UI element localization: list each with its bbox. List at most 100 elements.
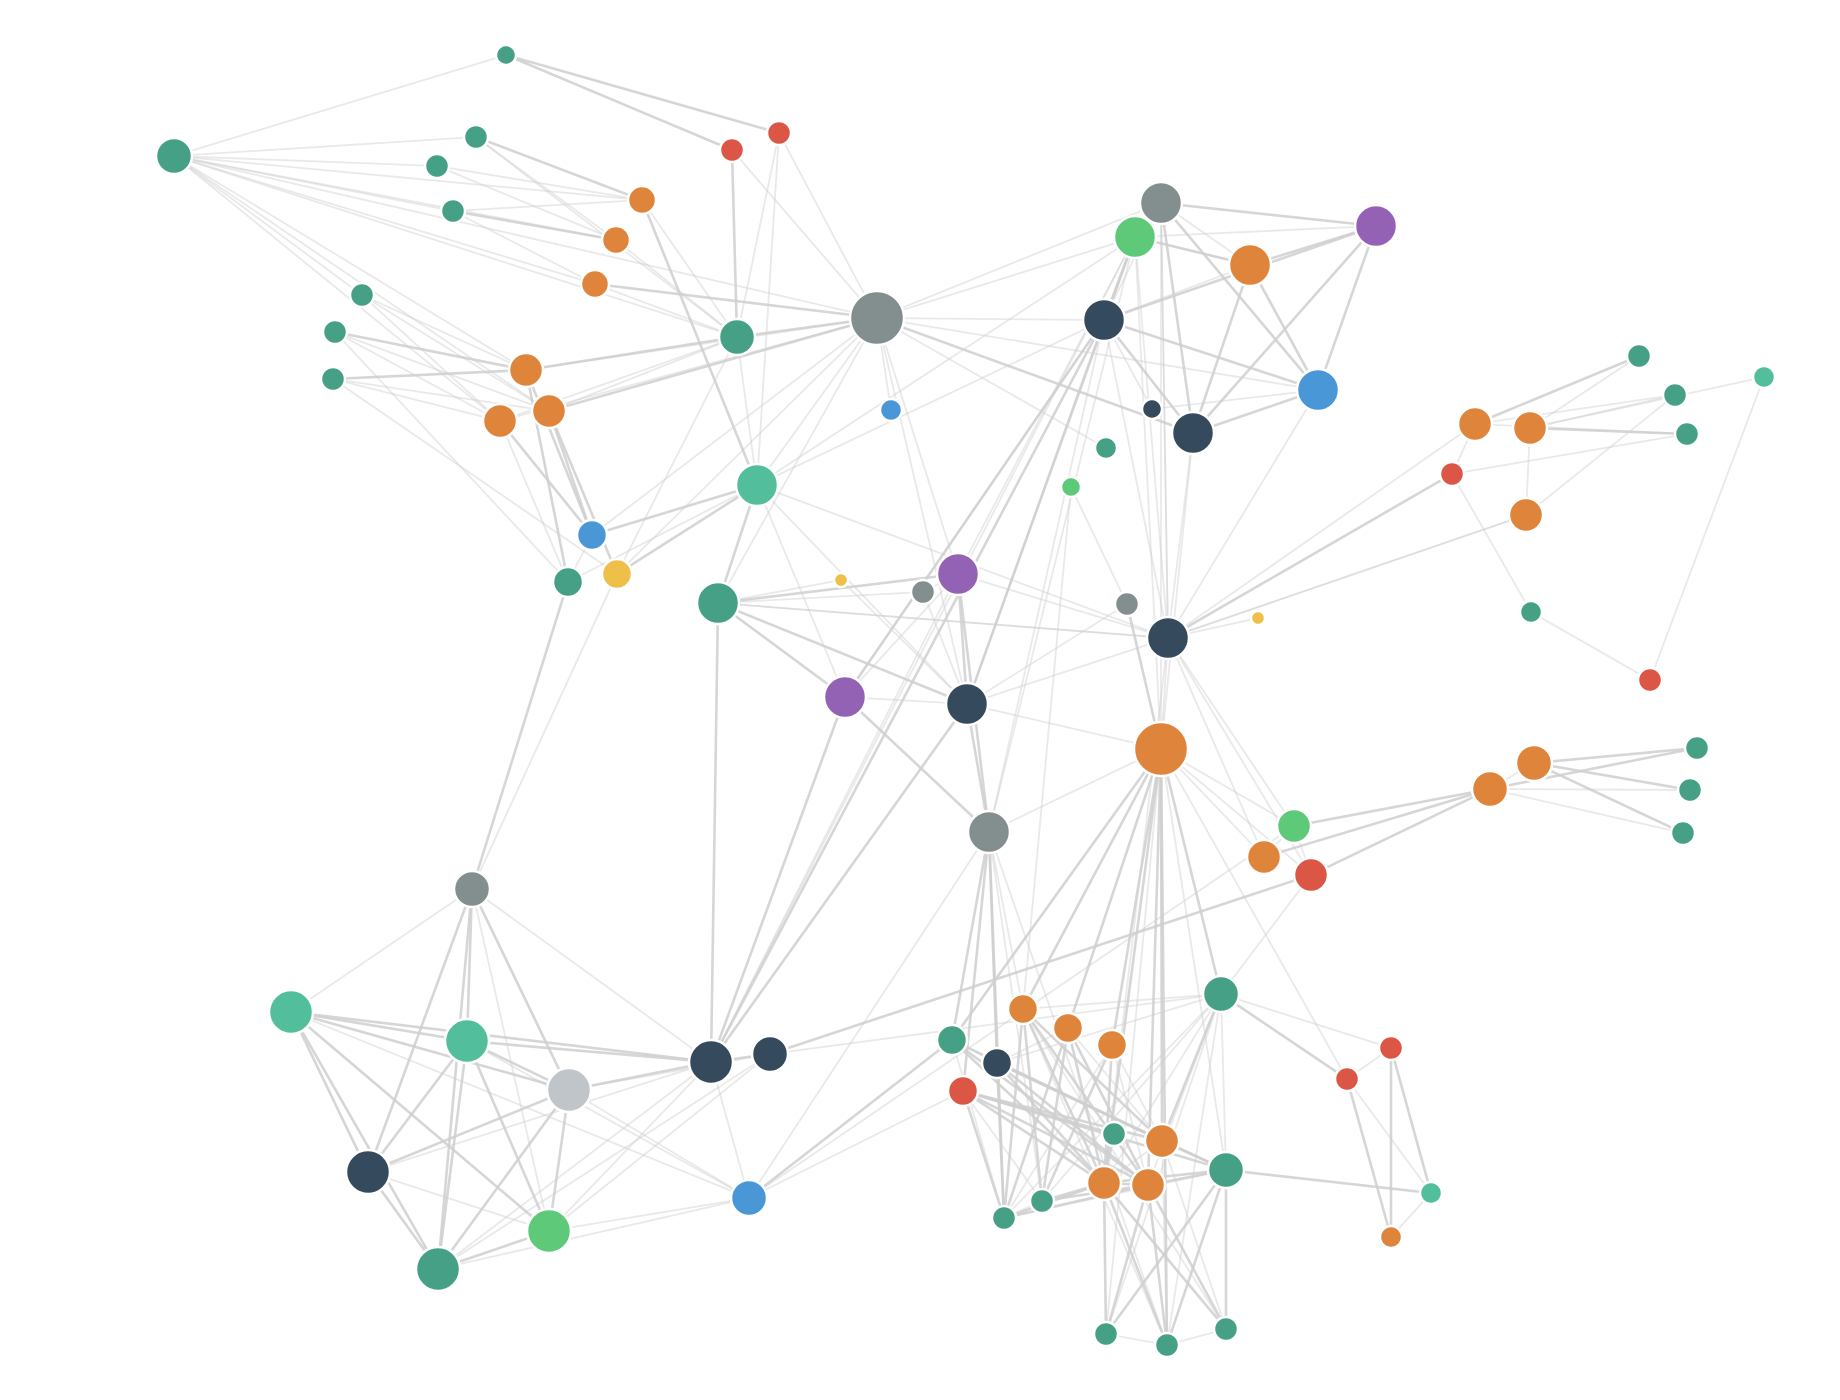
node-n16[interactable] — [481, 402, 519, 440]
node-n60[interactable] — [1275, 807, 1313, 845]
node-n86[interactable] — [990, 1204, 1018, 1232]
node-n69[interactable] — [344, 1148, 392, 1196]
node-n9[interactable] — [718, 136, 746, 164]
node-n67[interactable] — [687, 1038, 735, 1086]
node-n76[interactable] — [1095, 1028, 1129, 1062]
node-n74[interactable] — [1006, 992, 1040, 1026]
edge-n18-n24 — [717, 317, 878, 604]
node-n85[interactable] — [1028, 1187, 1056, 1215]
node-n56[interactable] — [1514, 743, 1554, 783]
node-n55[interactable] — [1683, 734, 1711, 762]
node-n12[interactable] — [321, 318, 349, 346]
node-n89[interactable] — [1418, 1180, 1444, 1206]
node-n78[interactable] — [980, 1046, 1014, 1080]
node-n84[interactable] — [1206, 1150, 1246, 1190]
node-n47[interactable] — [1751, 364, 1777, 390]
node-n14[interactable] — [507, 351, 545, 389]
node-n29[interactable] — [944, 681, 990, 727]
node-n2[interactable] — [154, 136, 194, 176]
node-n57[interactable] — [1676, 776, 1704, 804]
edge-n31-n33 — [1134, 225, 1377, 238]
node-n30[interactable] — [1138, 180, 1184, 226]
node-n90[interactable] — [1378, 1224, 1404, 1250]
node-n36[interactable] — [1140, 397, 1164, 421]
node-n17[interactable] — [717, 317, 757, 357]
node-n75[interactable] — [1051, 1011, 1085, 1045]
node-n48[interactable] — [1673, 420, 1701, 448]
node-n42[interactable] — [1249, 609, 1267, 627]
node-n33[interactable] — [1353, 203, 1399, 249]
node-n93[interactable] — [1212, 1315, 1240, 1343]
node-n58[interactable] — [1470, 769, 1510, 809]
edge-n66-n67 — [567, 1060, 713, 1092]
node-n35[interactable] — [1295, 367, 1341, 413]
edge-n44-n74 — [988, 831, 1024, 1010]
node-n72[interactable] — [729, 1178, 769, 1218]
node-n22[interactable] — [600, 557, 634, 591]
node-n66[interactable] — [545, 1066, 593, 1114]
node-n63[interactable] — [452, 869, 492, 909]
node-n61[interactable] — [1245, 838, 1283, 876]
node-n8[interactable] — [579, 268, 611, 300]
node-n15[interactable] — [530, 392, 568, 430]
node-n28[interactable] — [822, 674, 868, 720]
node-n49[interactable] — [1456, 405, 1494, 443]
node-n7[interactable] — [600, 224, 632, 256]
node-n88[interactable] — [1333, 1065, 1361, 1093]
node-n41[interactable] — [1145, 615, 1191, 661]
node-n92[interactable] — [1153, 1331, 1181, 1359]
node-n50[interactable] — [1511, 409, 1549, 447]
node-n25[interactable] — [832, 571, 850, 589]
node-n18[interactable] — [848, 289, 906, 347]
node-n6[interactable] — [626, 184, 658, 216]
node-n79[interactable] — [946, 1074, 980, 1108]
node-n11[interactable] — [348, 281, 376, 309]
node-n4[interactable] — [423, 152, 451, 180]
node-n62[interactable] — [1292, 856, 1330, 894]
node-n43[interactable] — [1132, 720, 1190, 778]
node-n27[interactable] — [935, 551, 981, 597]
edge-n2-n14 — [173, 155, 527, 371]
node-n10[interactable] — [765, 119, 793, 147]
node-n52[interactable] — [1507, 496, 1545, 534]
node-n81[interactable] — [1143, 1122, 1181, 1160]
node-n46[interactable] — [1661, 381, 1689, 409]
node-n87[interactable] — [1377, 1034, 1405, 1062]
node-n80[interactable] — [1100, 1120, 1128, 1148]
node-n73[interactable] — [1201, 974, 1241, 1014]
node-n65[interactable] — [443, 1017, 491, 1065]
node-n77[interactable] — [935, 1023, 969, 1057]
node-n21[interactable] — [575, 518, 609, 552]
node-n40[interactable] — [1113, 590, 1141, 618]
node-n5[interactable] — [439, 197, 467, 225]
node-n31[interactable] — [1112, 214, 1158, 260]
node-n44[interactable] — [966, 809, 1012, 855]
node-n51[interactable] — [1438, 460, 1466, 488]
node-n91[interactable] — [1092, 1320, 1120, 1348]
node-n24[interactable] — [695, 580, 741, 626]
node-n53[interactable] — [1518, 599, 1544, 625]
node-n26[interactable] — [909, 578, 937, 606]
node-n83[interactable] — [1129, 1166, 1167, 1204]
node-n34[interactable] — [1081, 297, 1127, 343]
node-n37[interactable] — [1170, 410, 1216, 456]
node-n32[interactable] — [1227, 242, 1273, 288]
node-n20[interactable] — [734, 462, 780, 508]
node-n68[interactable] — [750, 1034, 790, 1074]
node-n39[interactable] — [1059, 475, 1083, 499]
node-n19[interactable] — [878, 397, 904, 423]
node-n23[interactable] — [551, 565, 585, 599]
edge-n79-n83 — [961, 1089, 1150, 1187]
node-n38[interactable] — [1093, 435, 1119, 461]
node-n70[interactable] — [525, 1207, 573, 1255]
node-n1[interactable] — [494, 43, 518, 67]
node-n71[interactable] — [414, 1245, 462, 1293]
node-n45[interactable] — [1625, 342, 1653, 370]
node-n59[interactable] — [1669, 819, 1697, 847]
node-n82[interactable] — [1085, 1164, 1123, 1202]
node-n13[interactable] — [319, 365, 347, 393]
node-n64[interactable] — [267, 988, 315, 1036]
edge-n73-n87 — [1220, 993, 1392, 1049]
node-n54[interactable] — [1636, 666, 1664, 694]
node-n3[interactable] — [462, 123, 490, 151]
